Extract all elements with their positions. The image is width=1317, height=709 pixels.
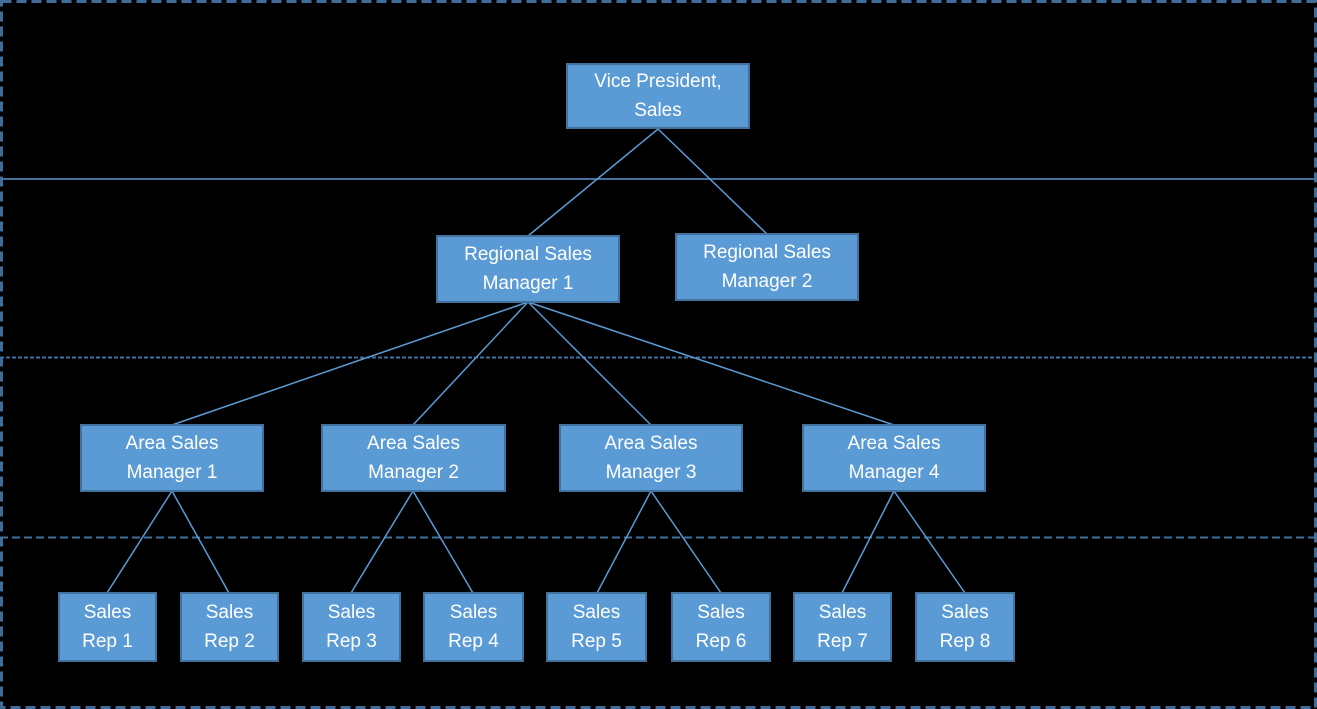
connector-rsm1-asm3: [527, 301, 652, 426]
org-node-area-sales-manager-2: Area Sales Manager 2: [321, 424, 506, 492]
org-node-sales-rep-4: Sales Rep 4: [423, 592, 524, 662]
org-node-sales-rep-3: Sales Rep 3: [302, 592, 401, 662]
connector-asm2-rep3: [350, 490, 414, 594]
org-node-sales-rep-7: Sales Rep 7: [793, 592, 892, 662]
org-node-sales-rep-6: Sales Rep 6: [671, 592, 771, 662]
connector-asm4-rep7: [841, 490, 895, 594]
connector-asm3-rep5: [596, 490, 652, 594]
connector-asm4-rep8: [893, 490, 966, 594]
connector-vp-rsm2: [657, 128, 768, 235]
connector-asm2-rep4: [412, 490, 474, 594]
org-node-vice-president-sales: Vice President, Sales: [566, 63, 750, 129]
org-node-sales-rep-1: Sales Rep 1: [58, 592, 157, 662]
connector-rsm1-asm1: [171, 301, 529, 426]
connector-asm3-rep6: [650, 490, 722, 594]
connector-asm1-rep2: [171, 490, 230, 594]
connector-vp-rsm1: [527, 128, 659, 237]
org-node-sales-rep-8: Sales Rep 8: [915, 592, 1015, 662]
org-node-regional-sales-manager-1: Regional Sales Manager 1: [436, 235, 620, 303]
connector-rsm1-asm2: [412, 301, 529, 426]
connector-rsm1-asm4: [527, 301, 895, 426]
org-node-area-sales-manager-4: Area Sales Manager 4: [802, 424, 986, 492]
org-node-area-sales-manager-3: Area Sales Manager 3: [559, 424, 743, 492]
org-node-area-sales-manager-1: Area Sales Manager 1: [80, 424, 264, 492]
connector-asm1-rep1: [106, 490, 173, 594]
org-node-sales-rep-5: Sales Rep 5: [546, 592, 647, 662]
org-node-regional-sales-manager-2: Regional Sales Manager 2: [675, 233, 859, 301]
org-node-sales-rep-2: Sales Rep 2: [180, 592, 279, 662]
